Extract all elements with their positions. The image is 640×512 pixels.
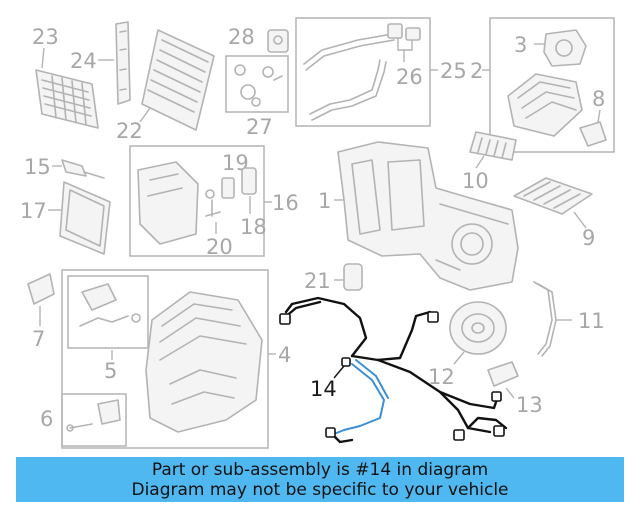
group-box-2 bbox=[489, 17, 615, 153]
part-19-connector bbox=[221, 177, 235, 199]
part-12-blower bbox=[449, 301, 507, 355]
callout-20: 20 bbox=[206, 235, 233, 259]
callout-15: 15 bbox=[24, 155, 51, 179]
part-4-distribution-case bbox=[145, 291, 263, 433]
group-box-25 bbox=[295, 17, 431, 127]
lead-14 bbox=[333, 365, 345, 379]
callout-21: 21 bbox=[304, 269, 331, 293]
callout-13: 13 bbox=[516, 393, 543, 417]
part-28-fitting bbox=[267, 29, 289, 53]
lead-12 bbox=[453, 351, 465, 365]
info-banner: Part or sub-assembly is #14 in diagram D… bbox=[16, 457, 624, 502]
part-21-seal bbox=[343, 263, 363, 291]
group-box-5 bbox=[67, 275, 149, 349]
part-2-housing bbox=[507, 73, 583, 137]
part-13-resistor bbox=[487, 361, 519, 387]
part-16-module bbox=[137, 161, 199, 245]
callout-27: 27 bbox=[246, 115, 273, 139]
callout-3: 3 bbox=[514, 33, 527, 57]
part-20-screw bbox=[205, 189, 221, 217]
callout-14: 14 bbox=[310, 377, 337, 401]
callout-2: 2 bbox=[470, 59, 483, 83]
lead-10 bbox=[475, 155, 485, 169]
callout-25: 25 bbox=[440, 59, 467, 83]
part-15-sensor bbox=[61, 159, 105, 179]
part-10-grille bbox=[469, 131, 517, 161]
part-5-actuator-link bbox=[79, 283, 141, 327]
part-7-bracket bbox=[27, 273, 55, 305]
callout-9: 9 bbox=[582, 226, 595, 250]
callout-1: 1 bbox=[318, 189, 331, 213]
callout-24: 24 bbox=[70, 49, 97, 73]
callout-23: 23 bbox=[32, 25, 59, 49]
banner-line-2: Diagram may not be specific to your vehi… bbox=[131, 479, 509, 500]
part-9-filter bbox=[513, 177, 593, 215]
callout-4: 4 bbox=[278, 343, 291, 367]
group-box-16 bbox=[129, 145, 265, 257]
part-18-sensor bbox=[241, 167, 257, 195]
group-box-27 bbox=[225, 55, 289, 113]
part-24-bracket bbox=[115, 21, 131, 105]
callout-8: 8 bbox=[592, 87, 605, 111]
part-1-hvac-case bbox=[337, 141, 519, 291]
part-25-ac-lines bbox=[303, 23, 421, 121]
group-box-4 bbox=[61, 269, 269, 449]
lead-8 bbox=[597, 109, 601, 123]
part-3-actuator bbox=[543, 29, 587, 67]
lead-26 bbox=[397, 38, 413, 62]
callout-17: 17 bbox=[20, 199, 47, 223]
callout-7: 7 bbox=[32, 327, 45, 351]
part-8-clip bbox=[579, 121, 607, 147]
lead-22 bbox=[139, 107, 151, 123]
banner-line-1: Part or sub-assembly is #14 in diagram bbox=[151, 459, 489, 480]
callout-26: 26 bbox=[396, 65, 423, 89]
part-11-hose bbox=[533, 281, 557, 357]
lead-9 bbox=[573, 211, 587, 229]
callout-6: 6 bbox=[40, 407, 53, 431]
lead-23 bbox=[41, 47, 45, 69]
callout-22: 22 bbox=[116, 119, 143, 143]
callout-16: 16 bbox=[272, 191, 299, 215]
callout-12: 12 bbox=[428, 365, 455, 389]
lead-13 bbox=[505, 387, 515, 399]
part-17-frame bbox=[59, 181, 111, 255]
callout-11: 11 bbox=[578, 309, 605, 333]
callout-28: 28 bbox=[228, 25, 255, 49]
part-27-fasteners bbox=[234, 64, 283, 107]
callout-5: 5 bbox=[104, 359, 117, 383]
part-23-core bbox=[35, 69, 99, 129]
part-6-actuator bbox=[66, 399, 121, 432]
callout-18: 18 bbox=[240, 215, 267, 239]
part-22-heater-core bbox=[141, 29, 215, 131]
group-box-6 bbox=[61, 393, 127, 447]
callout-10: 10 bbox=[462, 169, 489, 193]
part-14-wiring-harness bbox=[279, 296, 508, 444]
